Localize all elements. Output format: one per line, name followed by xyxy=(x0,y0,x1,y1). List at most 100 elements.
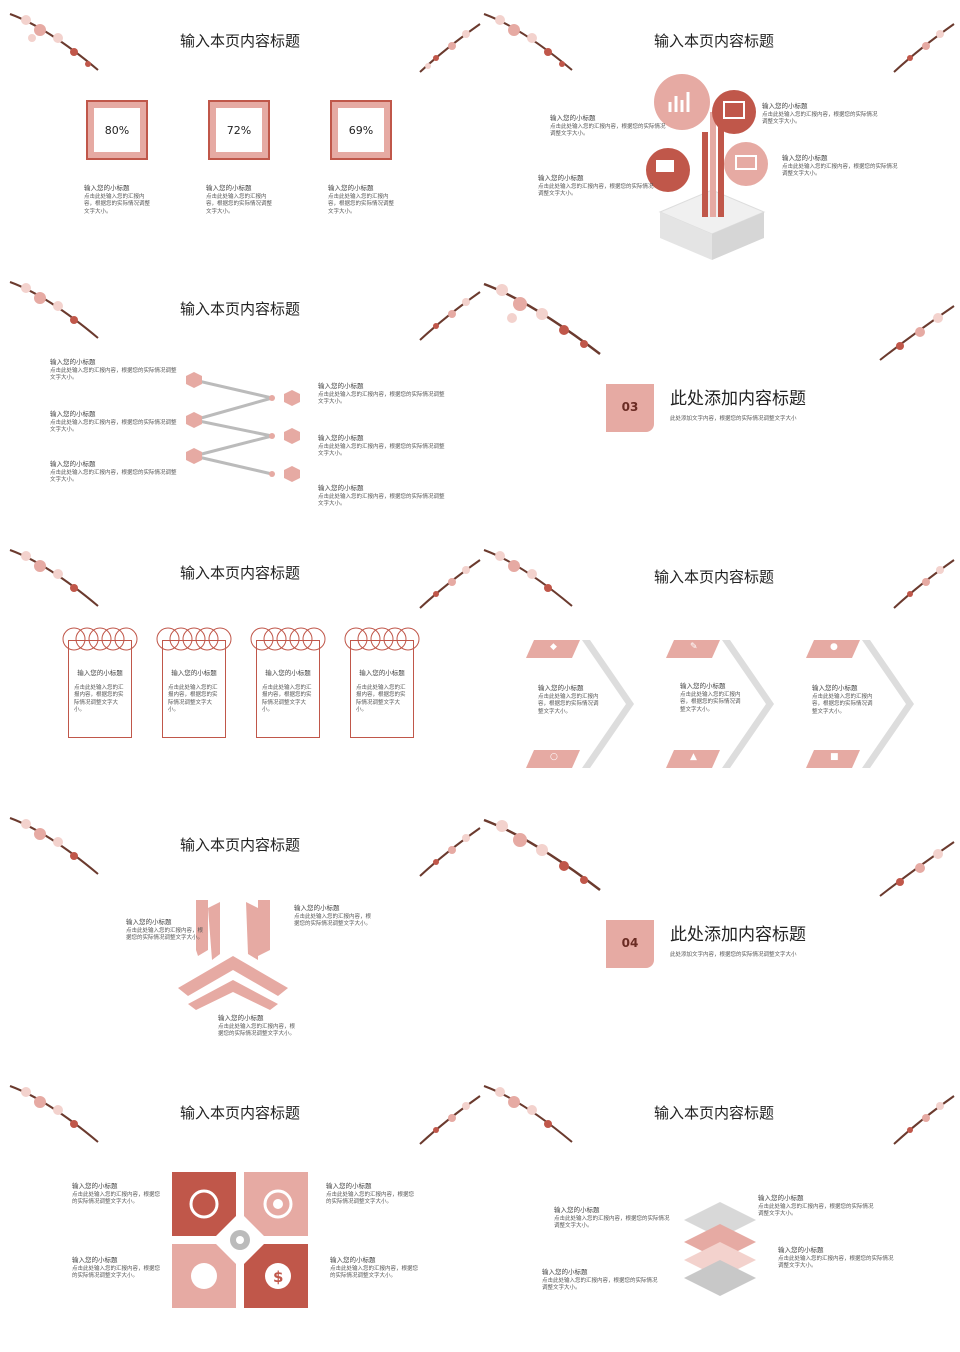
subtitle: 输入您的小标题 xyxy=(782,154,828,162)
card: 输入您的小标题 点击此处输入您的汇报内容，根据您的实际情况调整文字大小。 xyxy=(156,627,232,738)
body-text: 点击此处输入您的汇报内容，根据您的实际情况调整文字大小。 xyxy=(812,694,873,715)
blossom-branch-icon xyxy=(482,544,582,608)
svg-text:$: $ xyxy=(273,1268,283,1286)
subtitle: 输入您的小标题 xyxy=(218,1014,264,1022)
blossom-branch-icon xyxy=(482,812,606,892)
body-text: 点击此处输入您的汇报内容，根据您的实际情况调整文字大小。 xyxy=(84,194,151,215)
slide-7: 输入本页内容标题 输入您的小标题 点击此处输入您的汇报内容，根据您的实际情况调整… xyxy=(8,812,482,1078)
slide-title: 输入本页内容标题 xyxy=(654,32,775,50)
subtitle: 输入您的小标题 xyxy=(171,669,217,677)
blossom-branch-icon xyxy=(8,812,108,876)
body-text: 点击此处输入您的汇报内容，根据您的实际情况调整文字大小。 xyxy=(206,194,273,215)
blossom-branch-icon xyxy=(416,18,482,78)
subtitle: 输入您的小标题 xyxy=(84,184,130,192)
body-text: 点击此处输入您的汇报内容，根据您的实际情况调整文字大小。 xyxy=(126,928,204,942)
body-text: 点击此处输入您的汇报内容，根据您的实际情况调整文字大小。 xyxy=(72,1192,161,1206)
slide-5: 输入本页内容标题 输入您的小标题 点击此处输入您的汇报内容，根据您的实际情况调整… xyxy=(8,544,482,810)
gem-icon: ◆ xyxy=(550,642,557,652)
body-text: 点击此处输入您的汇报内容，根据您的实际情况调整文字大小。 xyxy=(318,494,445,508)
subtitle: 输入您的小标题 xyxy=(72,1182,118,1190)
section-number: 03 xyxy=(621,400,639,414)
body-text: 点击此处输入您的汇报内容，根据您的实际情况调整文字大小。 xyxy=(326,1192,415,1206)
body-text: 点击此处输入您的汇报内容，根据您的实际情况调整文字大小。 xyxy=(328,194,395,215)
slide-title: 输入本页内容标题 xyxy=(180,564,301,582)
body-text: 点击此处输入您的汇报内容，根据您的实际情况调整文字大小。 xyxy=(74,685,124,714)
slide-title: 输入本页内容标题 xyxy=(180,300,301,318)
body-text: 点击此处输入您的汇报内容，根据您的实际情况调整文字大小。 xyxy=(762,112,878,126)
blossom-branch-icon xyxy=(482,8,582,72)
blossom-branch-icon xyxy=(876,300,956,366)
slide-9: 输入本页内容标题 $ 输入您的小标题 点击此处输入您的汇报内容，根据您的实际情况… xyxy=(8,1080,482,1346)
body-text: 点击此处输入您的汇报内容，根据您的实际情况调整文字大小。 xyxy=(168,685,218,714)
shuffle-icon xyxy=(191,1263,217,1289)
body-text: 点击此处输入您的汇报内容，根据您的实际情况调整文字大小。 xyxy=(542,1278,658,1292)
layer-stack-diagram xyxy=(684,1202,756,1296)
subtitle: 输入您的小标题 xyxy=(126,918,172,926)
subtitle: 输入您的小标题 xyxy=(206,184,252,192)
subtitle: 输入您的小标题 xyxy=(330,1256,376,1264)
quad-diagram: $ xyxy=(172,1172,308,1308)
blossom-branch-icon xyxy=(890,18,956,78)
tri-arrow-diagram xyxy=(178,900,288,1010)
blossom-branch-icon xyxy=(890,1090,956,1150)
subtitle: 输入您的小标题 xyxy=(326,1182,372,1190)
section-body: 此处添加文字内容，根据您的实际情况调整文字大小 xyxy=(670,952,797,958)
body-text: 点击此处输入您的汇报内容，根据您的实际情况调整文字大小。 xyxy=(782,164,898,178)
subtitle: 输入您的小标题 xyxy=(554,1206,600,1214)
card: 输入您的小标题 点击此处输入您的汇报内容，根据您的实际情况调整文字大小。 xyxy=(62,627,138,738)
subtitle: 输入您的小标题 xyxy=(50,410,96,418)
blossom-branch-icon xyxy=(482,1080,582,1144)
subtitle: 输入您的小标题 xyxy=(265,669,311,677)
bulb-icon: ● xyxy=(830,642,838,652)
rings-decoration xyxy=(250,627,326,651)
slide-2: 输入本页内容标题 输入您的小标题 点击此处输入您的汇报内容，根据您的实际情况调整… xyxy=(482,8,956,274)
subtitle: 输入您的小标题 xyxy=(762,102,808,110)
section-number-badge: 04 xyxy=(606,920,654,968)
body-text: 点击此处输入您的汇报内容，根据您的实际情况调整文字大小。 xyxy=(554,1216,670,1230)
dollar-icon xyxy=(265,1263,291,1289)
blossom-branch-icon xyxy=(8,544,108,608)
slide-10: 输入本页内容标题 输入您的小标题 点击此处输入您的汇报内容，根据您的实际情况调整… xyxy=(482,1080,956,1346)
rings-decoration xyxy=(156,627,232,651)
percent-box: 69% xyxy=(330,100,392,160)
subtitle: 输入您的小标题 xyxy=(680,682,726,690)
subtitle: 输入您的小标题 xyxy=(318,434,364,442)
body-text: 点击此处输入您的汇报内容，根据您的实际情况调整文字大小。 xyxy=(538,694,599,715)
blossom-branch-icon xyxy=(416,554,482,614)
slide-1: 输入本页内容标题 80% 72% 69% 输入您的小标题 点击此处输入您的汇报内… xyxy=(8,8,482,274)
body-text: 点击此处输入您的汇报内容，根据您的实际情况调整文字大小。 xyxy=(50,368,177,382)
body-text: 点击此处输入您的汇报内容，根据您的实际情况调整文字大小。 xyxy=(330,1266,419,1280)
body-text: 点击此处输入您的汇报内容，根据您的实际情况调整文字大小。 xyxy=(356,685,406,714)
rings-decoration xyxy=(344,627,420,651)
subtitle: 输入您的小标题 xyxy=(778,1246,824,1254)
pencil-icon: ✎ xyxy=(690,642,698,652)
percent-value: 80% xyxy=(104,124,130,137)
body-text: 点击此处输入您的汇报内容，根据您的实际情况调整文字大小。 xyxy=(294,914,372,928)
slide-title: 输入本页内容标题 xyxy=(180,836,301,854)
body-text: 点击此处输入您的汇报内容，根据您的实际情况调整文字大小。 xyxy=(318,444,445,458)
slide-3: 输入本页内容标题 输入您的小标题 点击此处输入您的汇报内容，根据您的实际情况调整… xyxy=(8,276,482,542)
subtitle: 输入您的小标题 xyxy=(542,1268,588,1276)
slide-title: 输入本页内容标题 xyxy=(654,1104,775,1122)
monitor-icon xyxy=(724,142,768,186)
body-text: 点击此处输入您的汇报内容，根据您的实际情况调整文字大小。 xyxy=(680,692,741,713)
card: 输入您的小标题 点击此处输入您的汇报内容，根据您的实际情况调整文字大小。 xyxy=(344,627,420,738)
subtitle: 输入您的小标题 xyxy=(294,904,340,912)
blossom-branch-icon xyxy=(8,8,108,72)
blossom-branch-icon xyxy=(876,836,956,902)
percent-box: 72% xyxy=(208,100,270,160)
blossom-branch-icon xyxy=(416,1090,482,1150)
subtitle: 输入您的小标题 xyxy=(538,174,584,182)
slide-title: 输入本页内容标题 xyxy=(180,32,301,50)
subtitle: 输入您的小标题 xyxy=(318,484,364,492)
subtitle: 输入您的小标题 xyxy=(50,460,96,468)
target-icon xyxy=(263,1189,293,1219)
slide-title: 输入本页内容标题 xyxy=(654,568,775,586)
body-text: 点击此处输入您的汇报内容，根据您的实际情况调整文字大小。 xyxy=(758,1204,874,1218)
section-number-badge: 03 xyxy=(606,384,654,432)
chevron-process-diagram xyxy=(526,640,914,768)
subtitle: 输入您的小标题 xyxy=(359,669,405,677)
body-text: 点击此处输入您的汇报内容，根据您的实际情况调整文字大小。 xyxy=(72,1266,161,1280)
blossom-branch-icon xyxy=(890,554,956,614)
slide-6: 输入本页内容标题 ◆ ○ ✎ ▲ ● ■ 输入您的小标题 点击此处输入您的汇报内… xyxy=(482,544,956,810)
